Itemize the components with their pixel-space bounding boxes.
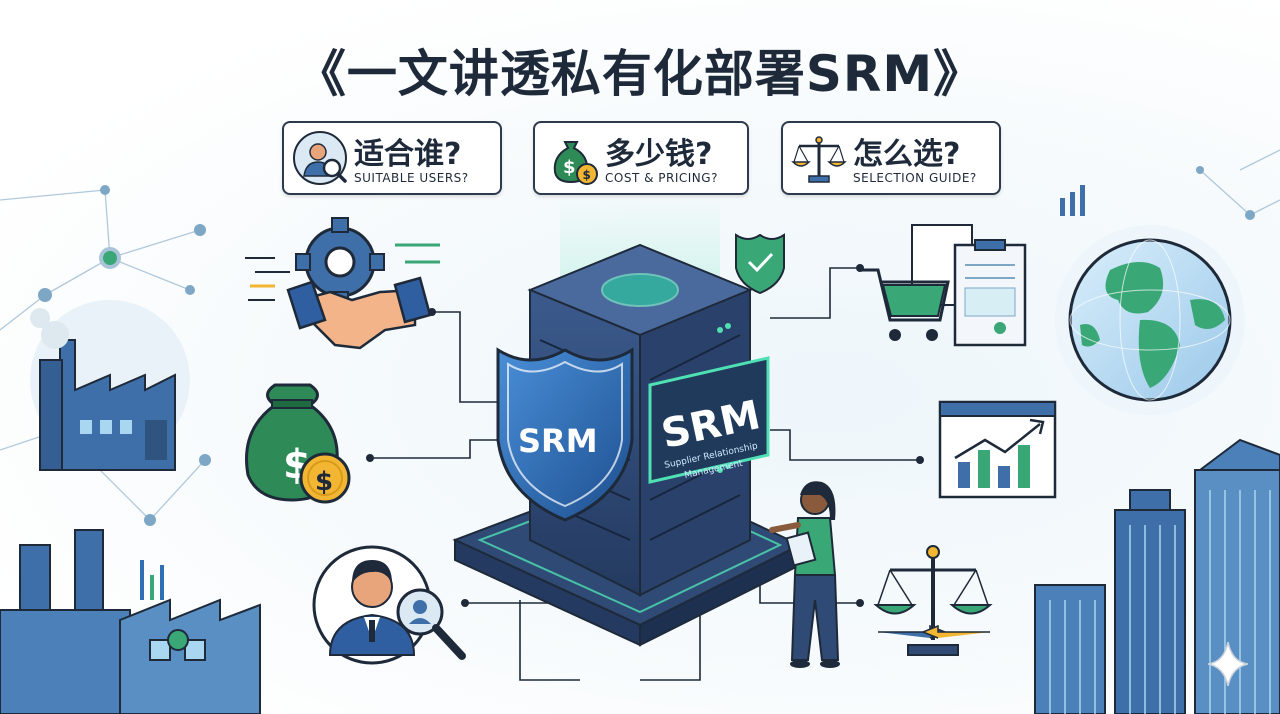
srm-shield: SRM bbox=[496, 347, 634, 522]
globe-illustration bbox=[1055, 185, 1245, 415]
question-sub: SUITABLE USERS? bbox=[354, 171, 469, 185]
background-network bbox=[0, 149, 1280, 521]
money-bag-icon: $ $ bbox=[553, 141, 598, 185]
factory-illustration bbox=[30, 300, 190, 471]
question-sub: COST & PRICING? bbox=[605, 171, 718, 185]
shopping-cart-invoice-illustration bbox=[860, 224, 1027, 347]
security-check-icon bbox=[735, 233, 785, 295]
srm-panel: SRM Supplier Relationship Management bbox=[648, 356, 770, 484]
presenter-woman-illustration bbox=[769, 481, 840, 668]
shield-label: SRM bbox=[518, 422, 598, 460]
question-sub: SELECTION GUIDE? bbox=[853, 171, 977, 185]
svg-text:$: $ bbox=[583, 168, 591, 182]
sparkle-icon bbox=[1207, 641, 1249, 687]
money-bag-illustration: $ $ bbox=[245, 383, 351, 504]
question-main: 怎么选? bbox=[853, 137, 961, 172]
connector-dots bbox=[366, 264, 924, 607]
businessman-search-illustration bbox=[312, 545, 466, 665]
user-search-icon bbox=[293, 131, 347, 185]
question-card-suitable-users: 适合谁? SUITABLE USERS? bbox=[282, 121, 502, 195]
question-card-selection-guide: 怎么选? SELECTION GUIDE? bbox=[781, 121, 1001, 195]
svg-text:$: $ bbox=[563, 157, 576, 178]
city-skyline bbox=[1034, 438, 1280, 714]
question-main: 多少钱? bbox=[605, 137, 713, 172]
svg-text:$: $ bbox=[315, 467, 333, 497]
balance-scale-icon bbox=[791, 136, 847, 183]
page-title: 《一文讲透私有化部署SRM》 bbox=[295, 45, 985, 103]
question-main: 适合谁? bbox=[354, 137, 462, 172]
question-card-cost-pricing: $ $ 多少钱? COST & PRICING? bbox=[533, 121, 749, 195]
handshake-gear-icon bbox=[245, 217, 440, 350]
industrial-skyline bbox=[0, 529, 261, 714]
balance-scale-illustration bbox=[873, 545, 993, 656]
growth-chart-illustration bbox=[938, 400, 1057, 499]
